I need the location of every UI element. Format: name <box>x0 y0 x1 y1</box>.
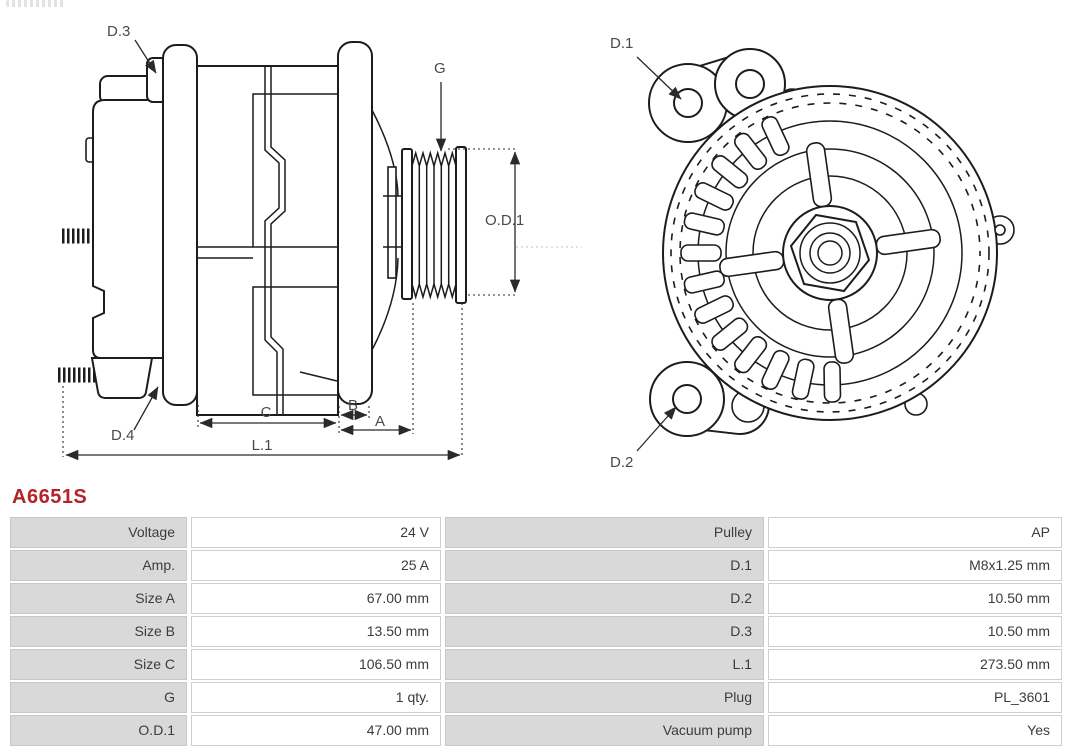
label-od1: O.D.1 <box>485 212 524 229</box>
spec-label-cell: Size A <box>10 583 187 614</box>
pulley-spokes <box>719 142 941 364</box>
rear-housing <box>92 99 171 359</box>
spec-label-cell: Pulley <box>445 517 764 548</box>
label-g: G <box>434 60 446 77</box>
spec-label-cell: O.D.1 <box>10 715 187 746</box>
shaft-spacer <box>387 166 397 279</box>
spec-value-cell: PL_3601 <box>768 682 1062 713</box>
alternator-side-view-diagram: D.3 D.4 G O.D.1 C B A L <box>58 23 582 461</box>
spec-table: Voltage 24 V Pulley AP Amp. 25 A D.1 M8x… <box>10 517 1062 746</box>
spec-value-cell: 47.00 mm <box>191 715 441 746</box>
cooling-fins-inner <box>679 102 981 404</box>
spec-value-cell: 1 qty. <box>191 682 441 713</box>
alternator-technical-drawing: D.3 D.4 G O.D.1 C B A L <box>58 23 1015 471</box>
shaft-nut <box>789 213 871 293</box>
spec-label-cell: Amp. <box>10 550 187 581</box>
cooling-fins-outer <box>670 93 990 413</box>
nose-cone-top <box>371 109 399 197</box>
spec-value-cell: 10.50 mm <box>768 616 1062 647</box>
spec-label-cell: Plug <box>445 682 764 713</box>
label-d1: D.1 <box>610 35 633 52</box>
watermark-remnant <box>6 0 64 7</box>
stator-body <box>196 65 339 416</box>
mount-hole-d1 <box>673 88 703 118</box>
spec-label-cell: D.1 <box>445 550 764 581</box>
spec-value-cell: M8x1.25 mm <box>768 550 1062 581</box>
spec-label-cell: D.3 <box>445 616 764 647</box>
part-number-title[interactable]: A6651S <box>12 486 88 508</box>
rear-foot <box>90 357 154 399</box>
alternator-front-view-diagram: D.1 D.2 <box>610 35 1015 471</box>
mounting-flange <box>162 44 198 406</box>
spec-value-cell: 10.50 mm <box>768 583 1062 614</box>
spec-label-cell: D.2 <box>445 583 764 614</box>
front-bracket <box>337 41 373 405</box>
spec-label-cell: L.1 <box>445 649 764 680</box>
spec-label-cell: G <box>10 682 187 713</box>
label-d2: D.2 <box>610 454 633 471</box>
spec-label-cell: Size B <box>10 616 187 647</box>
pulley-rim <box>725 148 935 358</box>
label-dim-c: C <box>261 404 272 421</box>
spec-label-cell: Size C <box>10 649 187 680</box>
nose-cone-bottom <box>371 257 399 351</box>
spec-value-cell: AP <box>768 517 1062 548</box>
spec-value-cell: 67.00 mm <box>191 583 441 614</box>
spec-value-cell: 273.50 mm <box>768 649 1062 680</box>
spec-value-cell: 25 A <box>191 550 441 581</box>
spec-label-cell: Voltage <box>10 517 187 548</box>
label-d4: D.4 <box>111 427 134 444</box>
spec-label-cell: Vacuum pump <box>445 715 764 746</box>
spec-value-cell: 106.50 mm <box>191 649 441 680</box>
spec-value-cell: 24 V <box>191 517 441 548</box>
vent-slots <box>680 116 842 403</box>
label-dim-l1: L.1 <box>252 437 273 454</box>
label-dim-a: A <box>375 413 385 430</box>
mount-hole-d2 <box>672 384 702 414</box>
spec-value-cell: Yes <box>768 715 1062 746</box>
pulley-side <box>401 146 467 304</box>
label-dim-b: B <box>348 397 358 414</box>
label-d3: D.3 <box>107 23 130 40</box>
spec-value-cell: 13.50 mm <box>191 616 441 647</box>
